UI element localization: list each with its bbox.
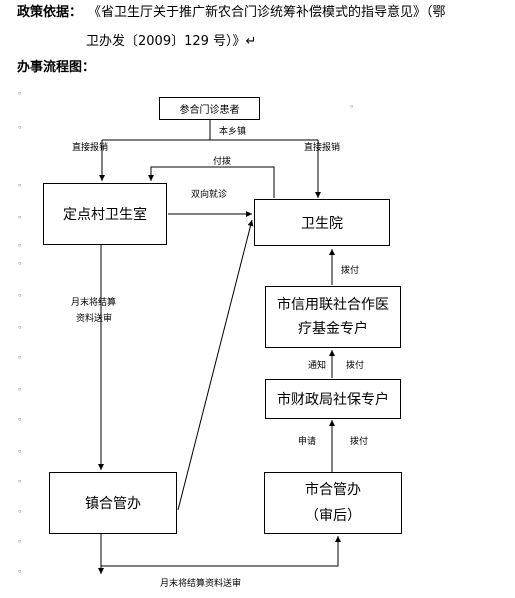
para-mark: 。 bbox=[18, 257, 28, 267]
node-finance-account: 市财政局社保专户 bbox=[265, 379, 401, 419]
label-local-town: 本乡镇 bbox=[219, 127, 247, 137]
para-mark: 。 bbox=[18, 505, 28, 515]
label-pay-finance: 拨付 bbox=[350, 437, 369, 447]
node-finance-account-label: 市财政局社保专户 bbox=[277, 392, 389, 408]
para-mark: 。 bbox=[18, 211, 28, 221]
para-mark: 。 bbox=[18, 535, 28, 545]
node-township-hospital-label: 卫生院 bbox=[301, 215, 343, 232]
policy-title-line2: 卫办发〔2009〕129 号）》↵ bbox=[86, 34, 257, 49]
para-mark: 。 bbox=[18, 289, 28, 299]
node-city-office-line1: 市合管办 bbox=[305, 482, 361, 498]
edge-town-to-hospital bbox=[177, 219, 254, 511]
label-apply: 申请 bbox=[298, 437, 317, 447]
node-town-office: 镇合管办 bbox=[49, 472, 177, 534]
node-township-hospital: 卫生院 bbox=[254, 199, 390, 246]
label-pay-top: 付拨 bbox=[213, 157, 232, 167]
para-mark: 。 bbox=[18, 179, 28, 189]
label-pay-fund: 拨付 bbox=[346, 361, 365, 371]
para-mark: 。 bbox=[18, 383, 28, 393]
para-mark: 。 bbox=[18, 413, 28, 423]
node-fund-account: 市信用联社合作医 疗基金专户 bbox=[265, 286, 401, 348]
label-monthly-left-2: 资料送审 bbox=[76, 314, 113, 324]
node-patient: 参合门诊患者 bbox=[159, 97, 260, 120]
node-fund-account-line1: 市信用联社合作医 bbox=[277, 297, 389, 313]
process-label: 办事流程图： bbox=[17, 60, 96, 75]
para-mark: 。 bbox=[18, 87, 28, 97]
policy-title-line1: 《省卫生厅关于推广新农合门诊统筹补偿模式的指导意见》（鄂 bbox=[88, 5, 446, 20]
para-mark: 。 bbox=[18, 321, 28, 331]
label-notify: 通知 bbox=[308, 361, 327, 371]
node-village-clinic: 定点村卫生室 bbox=[43, 183, 167, 245]
label-referral: 双向就诊 bbox=[191, 190, 228, 200]
label-settle-left: 直接报销 bbox=[72, 143, 109, 153]
node-fund-account-line2: 疗基金专户 bbox=[298, 321, 368, 337]
node-village-clinic-label: 定点村卫生室 bbox=[63, 207, 147, 223]
para-mark: 。 bbox=[18, 445, 28, 455]
edge-pay-top bbox=[148, 166, 275, 198]
label-monthly-bottom: 月末将结算资料送审 bbox=[160, 579, 242, 589]
para-mark: 。 bbox=[18, 239, 28, 249]
policy-label: 政策依据： bbox=[17, 5, 83, 20]
para-mark: 。 bbox=[350, 100, 360, 110]
para-mark: 。 bbox=[18, 121, 28, 131]
para-mark: 。 bbox=[18, 475, 28, 485]
label-settle-right: 直接报销 bbox=[304, 143, 341, 153]
node-patient-label: 参合门诊患者 bbox=[179, 105, 240, 116]
label-pay-hospital: 拨付 bbox=[341, 266, 360, 276]
label-monthly-left-1: 月末将结算 bbox=[71, 298, 117, 308]
para-mark: 。 bbox=[18, 351, 28, 361]
node-town-office-label: 镇合管办 bbox=[85, 496, 141, 512]
node-city-office-line2: （审后） bbox=[305, 508, 361, 524]
edge-town-to-city-bottom bbox=[100, 534, 341, 567]
node-city-office: 市合管办 （审后） bbox=[264, 472, 402, 534]
para-mark: 。 bbox=[18, 565, 28, 575]
